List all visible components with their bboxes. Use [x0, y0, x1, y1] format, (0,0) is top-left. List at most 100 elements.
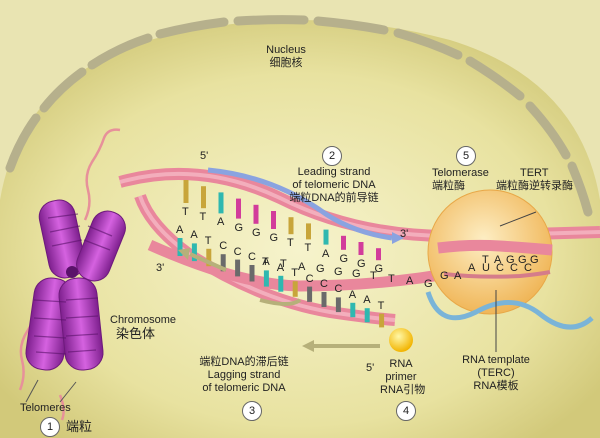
base-letter: A: [276, 261, 285, 274]
base-letter: T: [262, 256, 269, 268]
tert-label-en: TERT: [520, 167, 549, 179]
base-letter: C: [496, 262, 504, 274]
lagging-label-en1: Lagging strand: [207, 369, 281, 381]
top-strand-highlight: [119, 171, 600, 239]
primer-label-en1: RNA: [389, 358, 413, 370]
five-prime-bottom: 5': [366, 362, 375, 374]
base-letter: A: [190, 229, 198, 242]
telomeres-label-zh: 端粒: [66, 419, 93, 434]
base-letter: A: [298, 260, 306, 273]
enzyme-strand: [437, 239, 553, 256]
three-prime-left: 3': [156, 262, 165, 274]
lagging-label-zh: 端粒DNA的滞后链: [199, 356, 289, 368]
rna-primer-ball: [389, 328, 413, 352]
base-letter: T: [370, 270, 377, 283]
base-letter: C: [233, 245, 242, 258]
base-letter: A: [454, 270, 462, 282]
base-letter: U: [482, 262, 490, 274]
primer-label-zh: RNA引物: [380, 384, 426, 396]
nucleus-label: Nucleus 细胞核: [256, 44, 316, 70]
base-letter: G: [424, 277, 433, 290]
base-letter: C: [219, 240, 228, 253]
chromosome-label-zh: 染色体: [116, 326, 156, 341]
lower-strand-highlight: [138, 195, 396, 322]
leading-label-en1: Leading strand: [297, 166, 371, 178]
chromosome: [25, 199, 126, 371]
lagging-arrows: [189, 252, 380, 348]
tert-pointer: [499, 211, 537, 227]
base-letter: C: [510, 262, 518, 274]
template-label: RNA template (TERC) RNA模板: [448, 354, 544, 393]
base-letter: G: [530, 254, 539, 266]
centromere: [66, 266, 78, 278]
nuclear-envelope: [5, 15, 593, 217]
three-prime-top: 3': [400, 228, 409, 240]
base-letter: C: [524, 262, 532, 274]
rna-ribbon: [425, 291, 594, 330]
base-letter: G: [357, 258, 366, 270]
base-letter: T: [204, 234, 212, 247]
primer-label: RNA primer RNA引物: [380, 358, 426, 397]
base-letter: C: [305, 272, 314, 285]
template-label-en2: (TERC): [477, 367, 515, 379]
tert-label: TERT 端粒酶逆转录酶: [496, 167, 573, 193]
step-3-marker: 3: [242, 401, 262, 421]
lagging-label-en2: of telomeric DNA: [202, 382, 286, 394]
nucleus-body: [0, 20, 600, 438]
telomeres-label-en: Telomeres: [20, 402, 71, 414]
base-letter: C: [320, 278, 328, 290]
base-letter: G: [374, 263, 384, 276]
base-letter: T: [388, 272, 395, 285]
base-letter: C: [248, 251, 256, 263]
telomerase-label: Telomerase 端粒酶: [432, 167, 489, 193]
base-letter: T: [377, 299, 385, 312]
base-letter: A: [348, 288, 357, 301]
nucleus-label-en: Nucleus: [266, 44, 306, 56]
template-label-en1: RNA template: [462, 354, 530, 366]
chromosome-bands: [33, 213, 113, 355]
base-letter: G: [518, 254, 527, 266]
base-letter: T: [280, 258, 287, 271]
base-letter: T: [304, 242, 312, 255]
base-letter: A: [322, 247, 330, 260]
primer-label-en2: primer: [385, 371, 417, 383]
base-letter: A: [363, 294, 371, 307]
chromosome-label-en: Chromosome: [110, 314, 177, 326]
base-letter: G: [252, 226, 261, 239]
leading-arrowhead: [392, 232, 404, 244]
base-letter: T: [287, 237, 294, 250]
base-letter: T: [482, 254, 489, 266]
nucleus-label-zh: 细胞核: [269, 57, 303, 69]
rna-template-strand: [443, 270, 551, 279]
base-letter: G: [269, 232, 279, 244]
lagging-arrowheads: [178, 248, 314, 352]
five-prime-top: 5': [200, 150, 209, 162]
base-letter: G: [440, 270, 449, 282]
base-letter: A: [176, 224, 184, 236]
base-letter: T: [182, 206, 189, 218]
base-letter: G: [316, 263, 325, 276]
base-letter: G: [352, 268, 361, 280]
base-letter: G: [334, 265, 343, 278]
step-1-marker: 1: [40, 417, 60, 437]
telomere-pointer-right: [59, 381, 77, 403]
base-letter: A: [262, 256, 270, 269]
step-4-marker: 4: [396, 401, 416, 421]
base-letter: G: [339, 252, 349, 265]
leading-label-zh: 端粒DNA的前导链: [289, 192, 379, 204]
base-letter: A: [468, 262, 476, 274]
leading-strand-label: Leading strand of telomeric DNA 端粒DNA的前导…: [284, 166, 384, 205]
base-letter: G: [234, 221, 244, 234]
base-letter: A: [217, 216, 225, 229]
telomerase-enzyme: [427, 189, 553, 315]
template-label-zh: RNA模板: [473, 380, 519, 392]
step-5-marker: 5: [456, 146, 476, 166]
lagging-strand-label: 端粒DNA的滞后链 Lagging strand of telomeric DN…: [184, 356, 304, 395]
chromosome-label: Chromosome 染色体: [110, 314, 176, 340]
leading-label-en2: of telomeric DNA: [292, 179, 376, 191]
base-letter: C: [334, 283, 343, 296]
telomerase-label-en: Telomerase: [432, 167, 489, 179]
step-2-marker: 2: [322, 146, 342, 166]
